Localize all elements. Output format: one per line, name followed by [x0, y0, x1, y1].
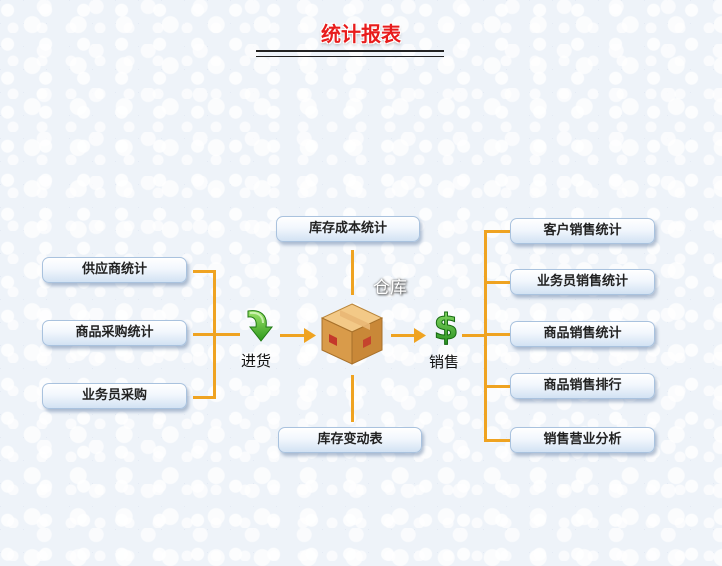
- svg-text:$: $: [433, 307, 458, 345]
- connector-line: [484, 281, 510, 284]
- connector-line: [280, 334, 306, 337]
- purchase-stats-button[interactable]: 商品采购统计: [42, 320, 187, 346]
- outbound-label: 销售: [429, 353, 460, 371]
- product-sales-stats-button[interactable]: 商品销售统计: [510, 321, 655, 347]
- title-underline: [256, 50, 444, 57]
- inventory-change-table-button[interactable]: 库存变动表: [278, 427, 422, 453]
- connector-line: [484, 230, 510, 233]
- inventory-cost-stats-button[interactable]: 库存成本统计: [276, 216, 420, 242]
- customer-sales-stats-button[interactable]: 客户销售统计: [510, 218, 655, 244]
- connector-line: [193, 270, 215, 273]
- dollar-icon: $: [433, 307, 459, 346]
- arrow-head-icon: [414, 328, 426, 343]
- green-arrow-icon: [247, 310, 274, 342]
- inbound-label: 进货: [241, 352, 272, 370]
- sales-business-analysis-button[interactable]: 销售营业分析: [510, 427, 655, 453]
- page-title: 统计报表: [321, 22, 401, 46]
- arrow-head-icon: [304, 328, 316, 343]
- connector-line: [484, 439, 510, 442]
- connector-line: [193, 396, 215, 399]
- salesman-purchase-button[interactable]: 业务员采购: [42, 383, 187, 409]
- connector-line: [391, 334, 417, 337]
- connector-line: [484, 333, 510, 336]
- connector-line: [193, 333, 215, 336]
- connector-line: [351, 250, 354, 295]
- supplier-stats-button[interactable]: 供应商统计: [42, 257, 187, 283]
- connector-line: [484, 385, 510, 388]
- product-sales-ranking-button[interactable]: 商品销售排行: [510, 373, 655, 399]
- warehouse-label: 仓库: [373, 278, 407, 298]
- connector-line: [351, 375, 354, 422]
- connector-line: [213, 270, 216, 399]
- connector-line: [215, 333, 240, 336]
- connector-line: [462, 334, 486, 337]
- salesman-sales-stats-button[interactable]: 业务员销售统计: [510, 269, 655, 295]
- box-icon: [320, 303, 384, 365]
